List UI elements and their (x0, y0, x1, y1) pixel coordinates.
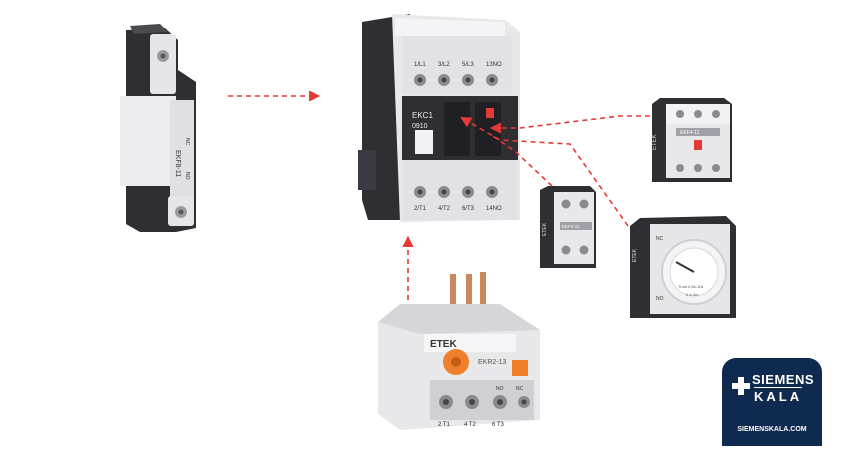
contactor-terminal-3: 3/L2 (438, 62, 450, 68)
front-contact-block: EKF4-11 ETEK (652, 98, 732, 182)
timer-block: NC NO Trust 0.5s-10s 0.4-4m ETEK (630, 216, 736, 318)
contactor-terminal-2: 2/T1 (414, 206, 427, 212)
medical-cross-icon (732, 377, 750, 395)
contactor-model: EKC1 (412, 111, 433, 120)
timer-brand: ETEK (632, 248, 638, 262)
contactor-terminal-6: 6/T3 (462, 206, 475, 212)
mini-block-model: EKF4-11 (562, 224, 580, 229)
auxiliary-contact-block: EKF8-11 NC NO (120, 24, 196, 232)
relay-terminal-2: 4 T2 (464, 422, 477, 428)
front-block-model: EKF4-11 (680, 130, 700, 136)
siemenskala-badge[interactable]: SIEMENS KALA SIEMENSKALA.COM (722, 358, 822, 446)
timer-dial-text: Trust 0.5s-10s (678, 284, 703, 289)
badge-line-1: SIEMENS (752, 372, 815, 387)
mini-contact-block: EKF4-11 ETEK (540, 186, 596, 268)
timer-nc-label: NC (656, 236, 664, 242)
relay-contact-nc: NC (516, 386, 524, 392)
aux-no-label: NO (184, 172, 190, 180)
relay-model: EKR2-13 (478, 359, 507, 366)
mini-block-brand: ETEK (542, 222, 548, 236)
contactor-terminal-14: 14NO (486, 206, 502, 212)
relay-terminal-1: 2 T1 (438, 422, 451, 428)
relay-contact-no: NO (496, 386, 504, 392)
timer-no-label: NO (656, 296, 664, 302)
arrow-timer-block (460, 116, 629, 227)
overload-relay: ETEK EKR2-13 2 T1 4 T2 6 T3 NO NC (378, 272, 540, 430)
relay-brand: ETEK (430, 339, 457, 350)
contactor-terminal-13: 13NO (486, 62, 502, 68)
contactor-terminal-5: 5/L3 (462, 62, 474, 68)
contactor: 1/L1 3/L2 5/L3 13NO EKC1 0910 2/T1 4/T2 … (358, 14, 520, 222)
contactor-rating: 0910 (412, 123, 428, 130)
relay-terminal-3: 6 T3 (492, 422, 505, 428)
contactor-terminal-4: 4/T2 (438, 206, 451, 212)
badge-url[interactable]: SIEMENSKALA.COM (737, 426, 807, 433)
badge-line-2: KALA (754, 387, 803, 404)
contactor-terminal-1: 1/L1 (414, 62, 426, 68)
arrow-front-block (489, 115, 650, 134)
aux-nc-label: NC (184, 138, 190, 146)
front-block-brand: ETEK (652, 134, 658, 150)
aux-model-label: EKF8-11 (174, 150, 181, 177)
arrow-mini-block (489, 133, 553, 187)
connection-arrows (228, 90, 650, 300)
timer-range-text: 0.4-4m (686, 292, 699, 297)
